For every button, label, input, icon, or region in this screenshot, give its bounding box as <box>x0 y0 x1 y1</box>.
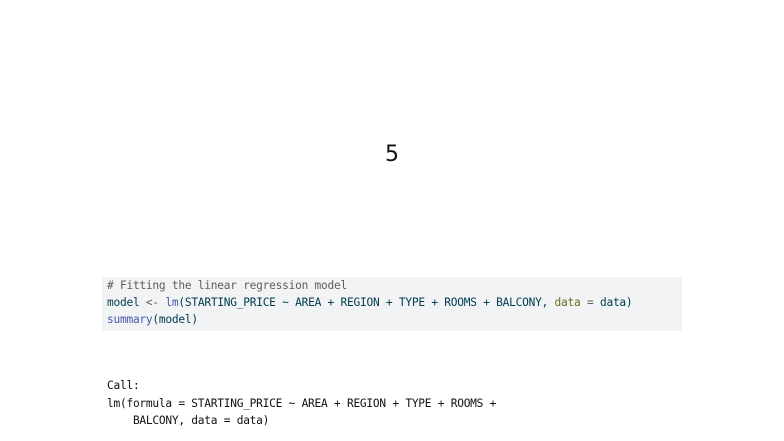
page-number: 5 <box>385 142 399 167</box>
code-formula: (STARTING_PRICE ~ AREA + REGION + TYPE +… <box>178 296 555 309</box>
code-argument-value: data) <box>599 296 633 309</box>
code-summary-args: (model) <box>152 313 198 326</box>
code-function-summary: summary <box>107 313 153 326</box>
output-line: lm(formula = STARTING_PRICE ~ AREA + REG… <box>107 396 497 410</box>
code-block: # Fitting the linear regression model mo… <box>102 277 682 331</box>
code-equals: = <box>580 296 600 309</box>
code-line-comment: # Fitting the linear regression model <box>107 277 347 294</box>
output-line: Call: <box>107 379 140 392</box>
code-assign-operator: <- <box>145 296 159 309</box>
console-output: Call: lm(formula = STARTING_PRICE ~ AREA… <box>107 377 496 430</box>
code-variable: model <box>107 296 146 309</box>
code-function-lm: lm <box>165 296 179 309</box>
code-line-summary: summary(model) <box>107 311 198 328</box>
code-line-model: model <- lm(STARTING_PRICE ~ AREA + REGI… <box>107 294 633 311</box>
code-comment: # Fitting the linear regression model <box>107 279 347 292</box>
code-argument-name: data <box>554 296 581 309</box>
output-line: BALCONY, data = data) <box>107 414 270 427</box>
